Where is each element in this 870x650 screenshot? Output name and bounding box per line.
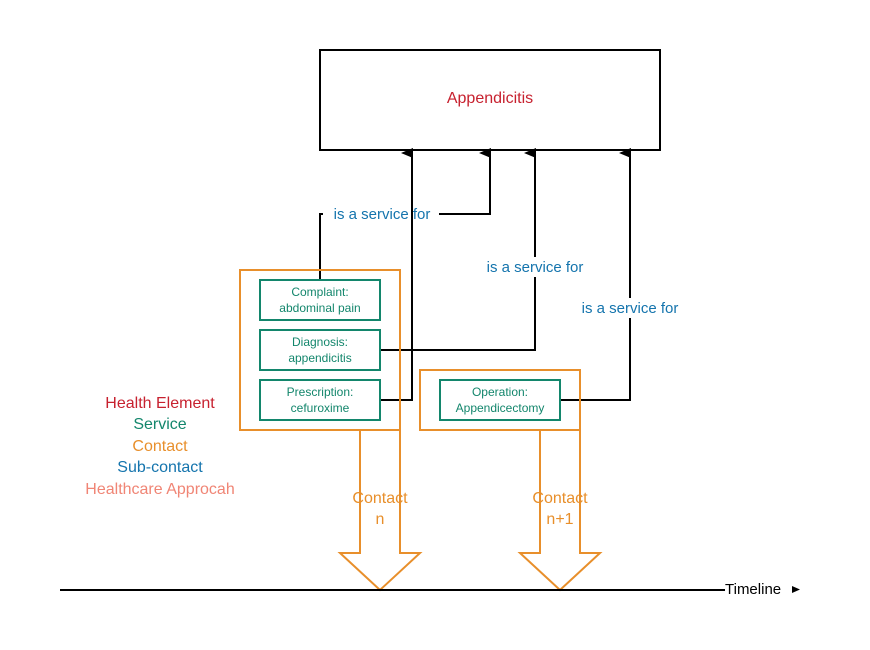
contact-n-line2: n xyxy=(376,511,385,528)
service-prescription-line1: Prescription: xyxy=(287,385,354,399)
contact-n1-line2: n+1 xyxy=(546,511,573,528)
legend-sub-contact: Sub-contact xyxy=(117,459,203,476)
service-diagnosis-box[interactable] xyxy=(259,329,381,371)
contact-n-line1: Contact xyxy=(352,490,408,507)
relation-label-2: is a service for xyxy=(487,259,584,276)
contact-n1-arrow xyxy=(517,429,603,592)
contact-n-arrow xyxy=(337,429,423,592)
service-complaint-line2: abdominal pain xyxy=(279,301,360,315)
connector-diagnosis xyxy=(380,148,536,351)
service-operation-box[interactable] xyxy=(439,379,561,421)
service-operation-line2: Appendicectomy xyxy=(456,401,545,415)
relation-label-3: is a service for xyxy=(582,300,679,317)
contact-n1-line1: Contact xyxy=(532,490,588,507)
contact-n1-frame[interactable] xyxy=(419,369,581,431)
health-element-box[interactable] xyxy=(319,49,661,151)
relation-label-1: is a service for xyxy=(334,206,431,223)
service-diagnosis-line2: appendicitis xyxy=(288,351,351,365)
connector-operation xyxy=(560,148,631,401)
legend-healthcare-approach: Healthcare Approcah xyxy=(85,481,234,498)
timeline-arrowhead-icon xyxy=(792,586,800,593)
connector-prescription xyxy=(380,148,413,401)
legend: Health Element Service Contact Sub-conta… xyxy=(85,395,234,498)
relation-label-2-bg xyxy=(476,257,594,277)
legend-contact: Contact xyxy=(132,438,188,455)
service-diagnosis-line1: Diagnosis: xyxy=(292,335,348,349)
legend-service: Service xyxy=(133,416,186,433)
service-prescription-box[interactable] xyxy=(259,379,381,421)
timeline-label: Timeline xyxy=(725,581,781,598)
service-operation-line1: Operation: xyxy=(472,385,528,399)
legend-health-element: Health Element xyxy=(105,395,215,412)
relation-label-3-bg xyxy=(571,298,689,318)
service-prescription-line2: cefuroxime xyxy=(291,401,350,415)
health-element-label: Appendicitis xyxy=(447,90,533,107)
service-complaint-line1: Complaint: xyxy=(291,285,348,299)
contact-n-frame[interactable] xyxy=(239,269,401,431)
relation-label-1-bg xyxy=(323,204,439,224)
service-complaint-box[interactable] xyxy=(259,279,381,321)
